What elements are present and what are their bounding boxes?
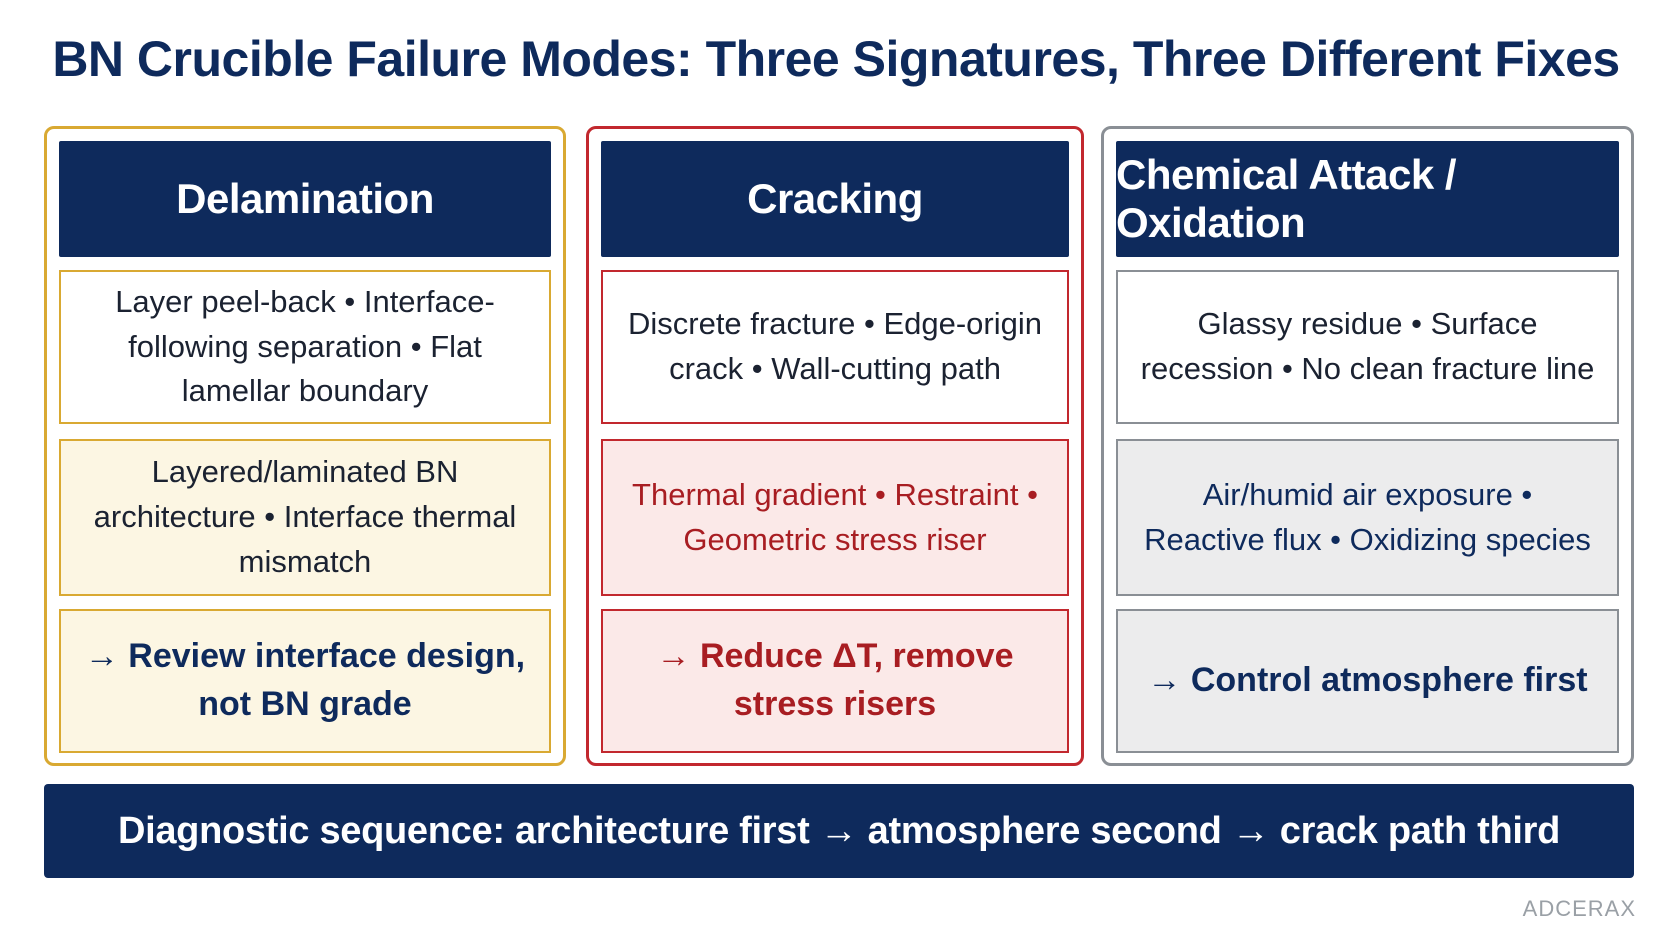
column-delamination: Delamination Layer peel-back • Interface… [44, 126, 566, 766]
column-header-cracking: Cracking [601, 141, 1069, 257]
column-header-chemical-attack: Chemical Attack / Oxidation [1116, 141, 1619, 257]
page-title: BN Crucible Failure Modes: Three Signatu… [52, 31, 1620, 87]
brand-watermark: ADCERAX [1522, 896, 1636, 921]
signature-cell-cracking: Discrete fracture • Edge-origin crack • … [601, 270, 1069, 424]
signature-cell-delamination: Layer peel-back • Interface-following se… [59, 270, 551, 424]
fix-cell-chemical-attack: → Control atmosphere first [1116, 609, 1619, 753]
column-cracking: Cracking Discrete fracture • Edge-origin… [586, 126, 1084, 766]
signature-cell-chemical-attack: Glassy residue • Surface recession • No … [1116, 270, 1619, 424]
cause-cell-delamination: Layered/laminated BN architecture • Inte… [59, 439, 551, 596]
fix-cell-cracking: → Reduce ΔT, remove stress risers [601, 609, 1069, 753]
cause-cell-chemical-attack: Air/humid air exposure • Reactive flux •… [1116, 439, 1619, 596]
column-header-delamination: Delamination [59, 141, 551, 257]
column-chemical-attack: Chemical Attack / Oxidation Glassy resid… [1101, 126, 1634, 766]
diagnostic-sequence-banner: Diagnostic sequence: architecture first … [44, 784, 1634, 878]
fix-cell-delamination: → Review interface design, not BN grade [59, 609, 551, 753]
cause-cell-cracking: Thermal gradient • Restraint • Geometric… [601, 439, 1069, 596]
